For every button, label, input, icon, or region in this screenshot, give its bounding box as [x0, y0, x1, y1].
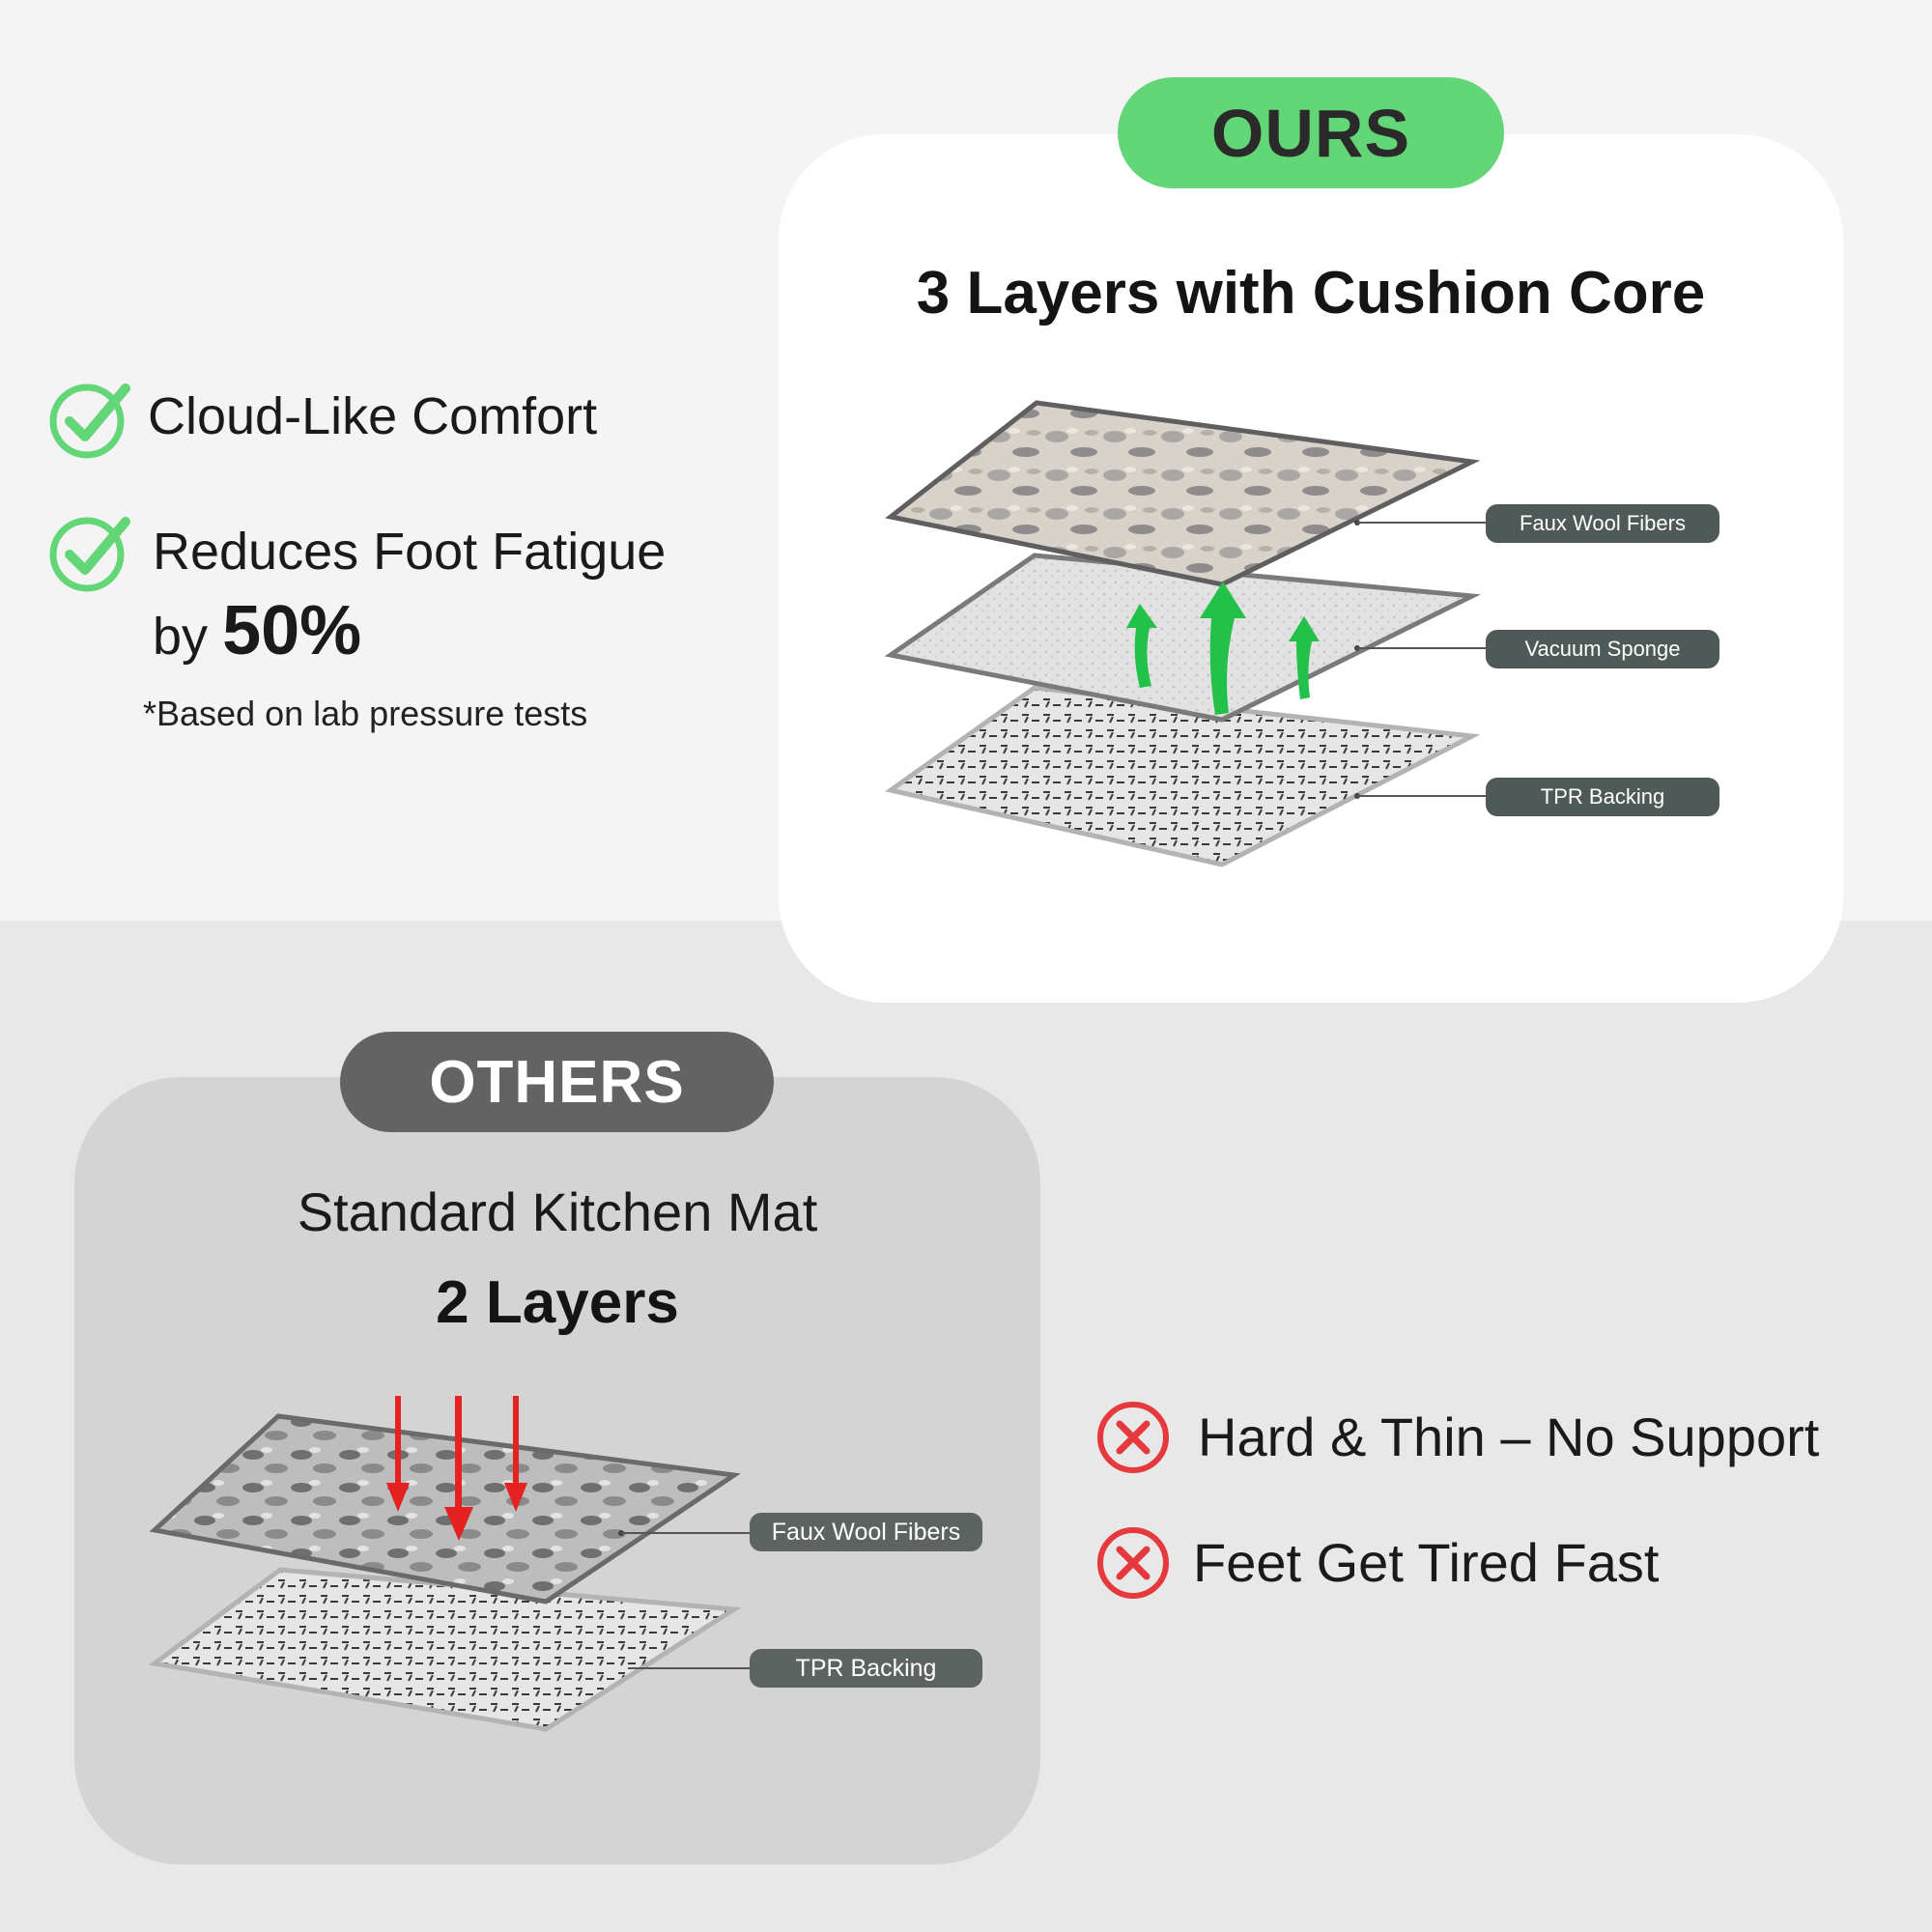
check-circle-icon [49, 517, 130, 592]
drawback-hard-thin: Hard & Thin – No Support [1198, 1406, 1820, 1467]
label-faux-wool-fibers: Faux Wool Fibers [1486, 504, 1719, 543]
others-title: 2 Layers [436, 1269, 679, 1336]
ours-title: 3 Layers with Cushion Core [916, 260, 1706, 327]
others-subtitle: Standard Kitchen Mat [297, 1181, 818, 1242]
others-badge: OTHERS [340, 1032, 774, 1132]
benefit-fatigue-value: by 50% [153, 591, 361, 670]
label-tpr-backing: TPR Backing [750, 1649, 982, 1688]
label-tpr-backing: TPR Backing [1486, 778, 1719, 816]
x-circle-icon [1097, 1402, 1169, 1473]
by-word: by [153, 608, 209, 666]
others-wool-layer [149, 1413, 741, 1605]
leader-line [1357, 795, 1488, 797]
ours-sponge-layer [884, 553, 1482, 723]
arrow-up-icon [1126, 582, 1320, 715]
footnote: *Based on lab pressure tests [143, 694, 588, 733]
benefit-cloud-like-comfort: Cloud-Like Comfort [148, 387, 598, 445]
percent-value: 50% [222, 592, 362, 669]
others-backing-layer [148, 1567, 742, 1732]
check-circle-icon [49, 384, 130, 459]
label-vacuum-sponge: Vacuum Sponge [1486, 630, 1719, 668]
arrow-down-icon [386, 1396, 527, 1541]
benefit-reduces-foot-fatigue: Reduces Foot Fatigue [153, 523, 667, 581]
leader-line [628, 1667, 752, 1669]
ours-backing-layer [884, 685, 1481, 867]
label-faux-wool-fibers: Faux Wool Fibers [750, 1513, 982, 1551]
ours-badge: OURS [1118, 77, 1504, 188]
x-circle-icon [1097, 1527, 1169, 1599]
leader-line [1357, 522, 1488, 524]
drawback-feet-tired: Feet Get Tired Fast [1193, 1532, 1660, 1593]
leader-line [621, 1532, 752, 1534]
leader-line [1357, 647, 1488, 649]
ours-wool-layer [885, 400, 1481, 587]
ours-card [779, 134, 1843, 1003]
